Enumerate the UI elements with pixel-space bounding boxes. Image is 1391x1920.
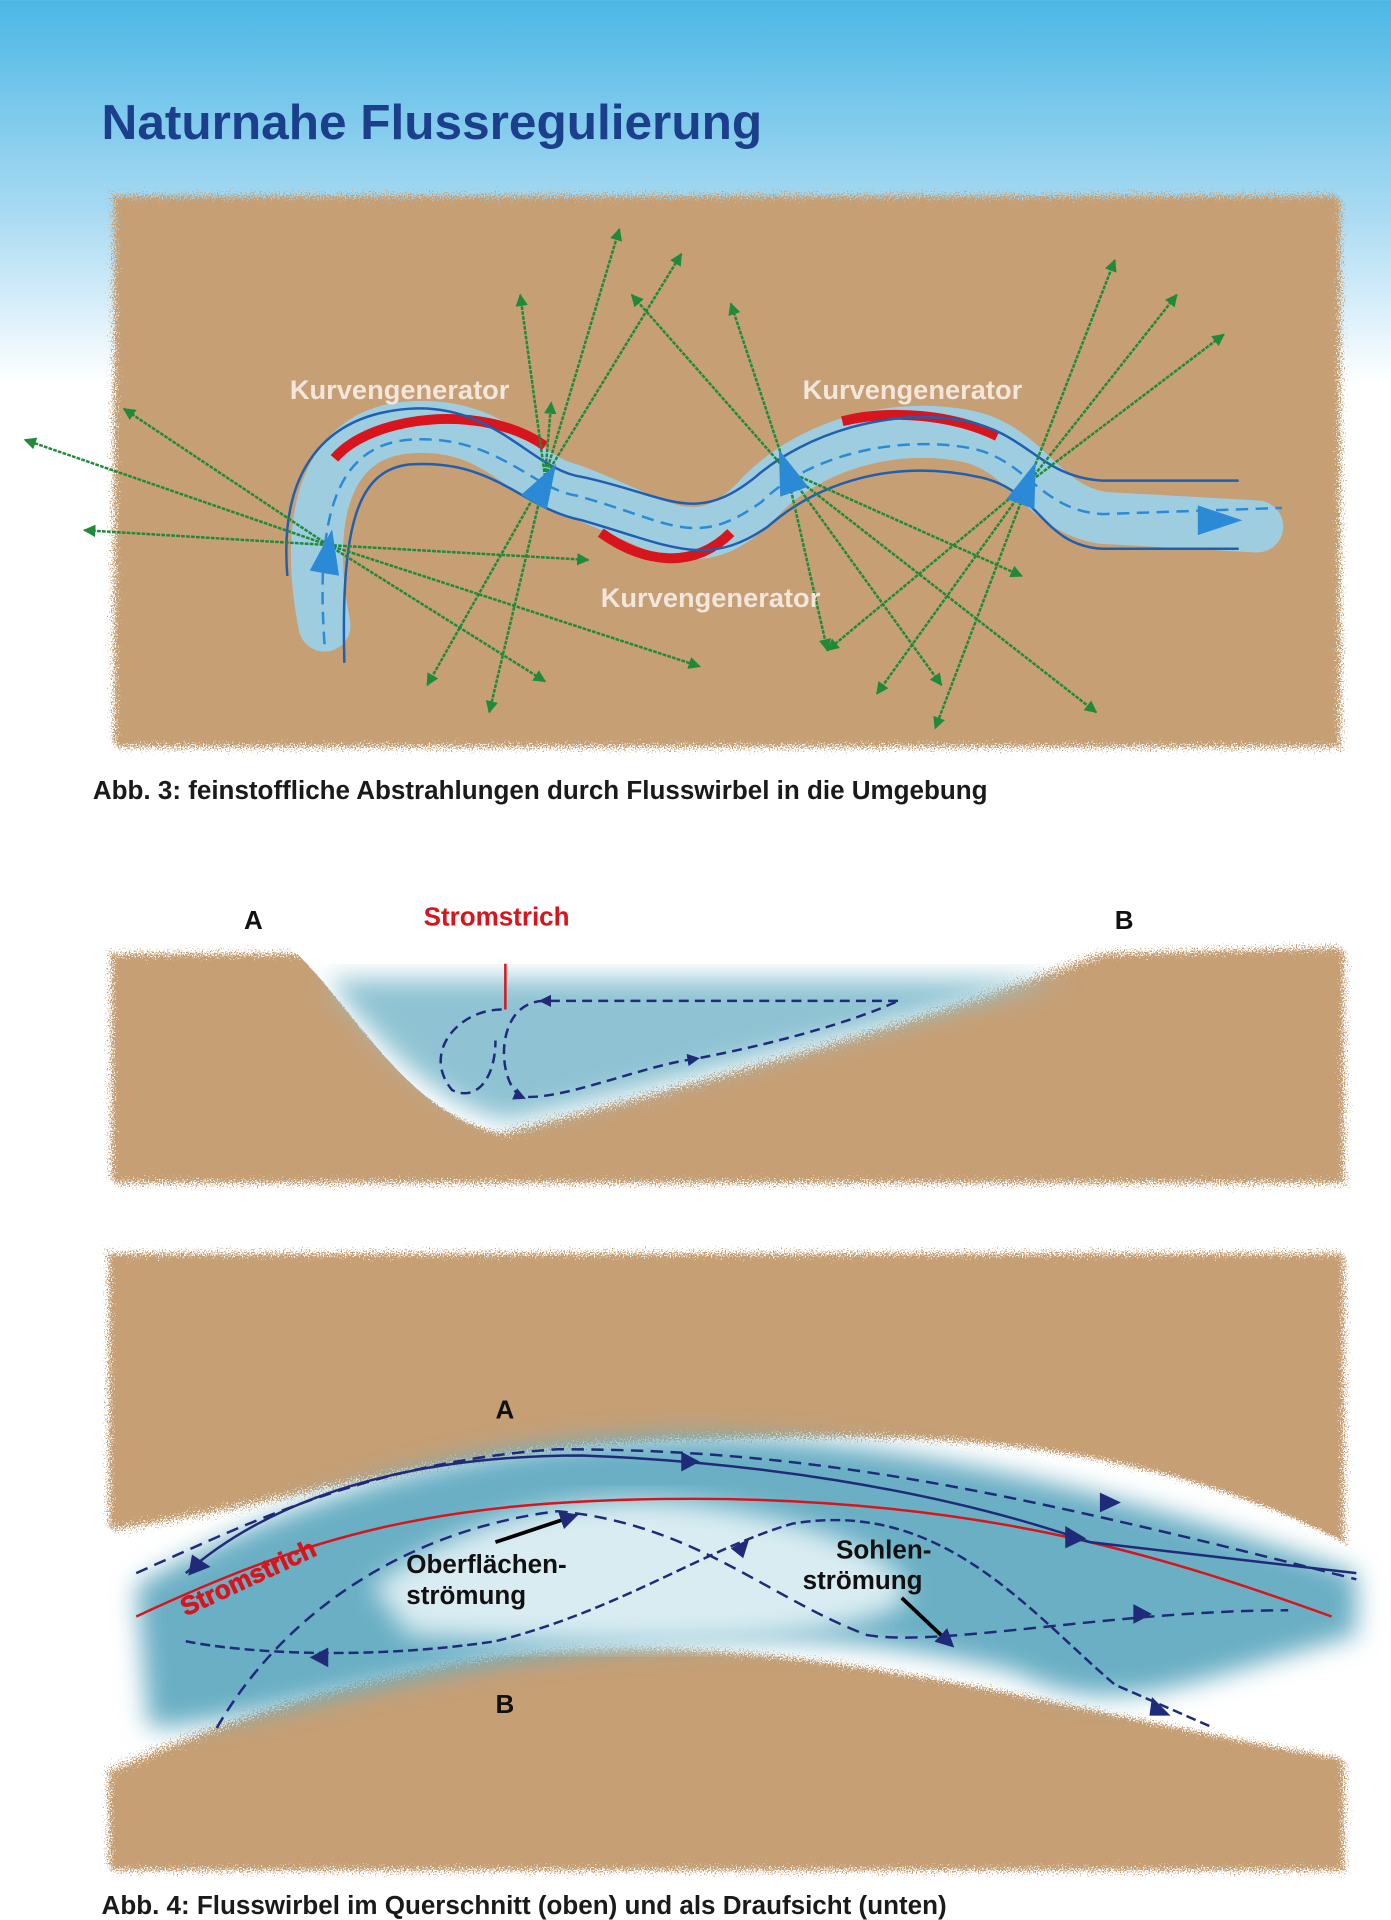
radiation-arrow bbox=[826, 482, 1029, 652]
radiation-arrow bbox=[543, 401, 557, 478]
radiation-arrow bbox=[1026, 259, 1117, 484]
flow-arrowhead bbox=[1065, 1526, 1087, 1549]
label-b: B bbox=[1115, 905, 1134, 935]
flow-arrowhead bbox=[1133, 1604, 1152, 1624]
label-a: A bbox=[495, 1394, 514, 1424]
radiation-arrow bbox=[122, 407, 329, 547]
radiation-arrow bbox=[82, 524, 329, 547]
radiation-arrow bbox=[630, 293, 788, 472]
vortex-arrowhead bbox=[1197, 505, 1243, 536]
flow-arrowhead bbox=[730, 1538, 750, 1559]
radiation-arrow bbox=[933, 482, 1030, 730]
radiation-arrow bbox=[728, 302, 788, 472]
radiation-arrow bbox=[515, 293, 547, 478]
flow-line bbox=[185, 1518, 1215, 1730]
label-oberflaechenstroemung: Oberflächen- bbox=[406, 1549, 566, 1579]
flow-line bbox=[184, 1454, 1357, 1575]
radiation-arrow bbox=[875, 482, 1030, 695]
radiation-arrow bbox=[785, 470, 943, 687]
red-bank bbox=[330, 414, 548, 462]
stromstrich-line bbox=[135, 1497, 1332, 1618]
radiation-arrow bbox=[328, 543, 590, 566]
pointer-arrow bbox=[494, 1511, 579, 1544]
radiation-arrow bbox=[327, 544, 547, 683]
radiation-arrow bbox=[1027, 333, 1225, 485]
radiation-arrow bbox=[785, 470, 831, 652]
flow-arrowhead bbox=[1149, 1696, 1171, 1716]
radiation-arrow bbox=[543, 228, 623, 478]
label-b: B bbox=[495, 1689, 514, 1719]
sand-bank-bottom bbox=[109, 1647, 1344, 1871]
figure-4-top-view: A B Stromstrich Oberflächen- strömung So… bbox=[109, 1253, 1357, 1871]
flow-arrowhead bbox=[1099, 1492, 1121, 1513]
radiation-arrow bbox=[1027, 293, 1178, 484]
radiation-arrows bbox=[23, 228, 1225, 730]
label-kurvengenerator: Kurvengenerator bbox=[290, 374, 510, 405]
pointer-arrow bbox=[900, 1596, 955, 1648]
figure-3-caption: Abb. 3: feinstoffliche Abstrahlungen dur… bbox=[93, 775, 988, 805]
water-highlight bbox=[371, 1499, 908, 1643]
vortex-arrowhead bbox=[778, 449, 809, 497]
flow-loop bbox=[502, 994, 899, 1100]
label-kurvengenerator: Kurvengenerator bbox=[601, 582, 821, 613]
flow-arrowhead bbox=[681, 1451, 700, 1472]
vortex-arrowhead bbox=[1006, 462, 1036, 510]
flow-line bbox=[321, 438, 1283, 645]
figure-4-caption: Abb. 4: Flusswirbel im Querschnitt (oben… bbox=[102, 1890, 947, 1920]
bank-line bbox=[285, 407, 1239, 577]
flow-loop bbox=[439, 1008, 502, 1095]
red-bank bbox=[597, 528, 735, 564]
label-stromstrich: Stromstrich bbox=[424, 901, 570, 931]
flow-arrowhead bbox=[188, 1554, 211, 1576]
radiation-arrow bbox=[485, 476, 547, 714]
flow-line bbox=[215, 1509, 1289, 1729]
flow-line bbox=[135, 1448, 1357, 1581]
bank-line bbox=[342, 462, 1239, 663]
vortex-markers bbox=[309, 449, 1243, 576]
radiation-arrow bbox=[543, 252, 683, 478]
label-kurvengenerator: Kurvengenerator bbox=[803, 374, 1023, 405]
vortex-arrowhead bbox=[520, 463, 557, 510]
radiation-arrow bbox=[23, 437, 329, 547]
sand-area bbox=[111, 947, 1344, 1183]
radiation-arrow bbox=[785, 469, 1098, 714]
radiation-arrow bbox=[786, 469, 1024, 578]
sand-area bbox=[113, 195, 1341, 747]
label-a: A bbox=[244, 905, 263, 935]
figure-4-cross-section: A Stromstrich B bbox=[111, 901, 1344, 1183]
label-oberflaechenstroemung: strömung bbox=[406, 1580, 526, 1610]
radiation-arrow bbox=[426, 476, 547, 687]
label-sohlenstroemung: strömung bbox=[803, 1565, 923, 1595]
flow-arrowhead bbox=[309, 1647, 329, 1668]
page-title: Naturnahe Flussregulierung bbox=[102, 95, 763, 150]
label-sohlenstroemung: Sohlen- bbox=[836, 1534, 931, 1564]
vortex-arrowhead bbox=[309, 529, 340, 576]
figure-3: Kurvengenerator Kurvengenerator Kurvenge… bbox=[23, 195, 1341, 747]
